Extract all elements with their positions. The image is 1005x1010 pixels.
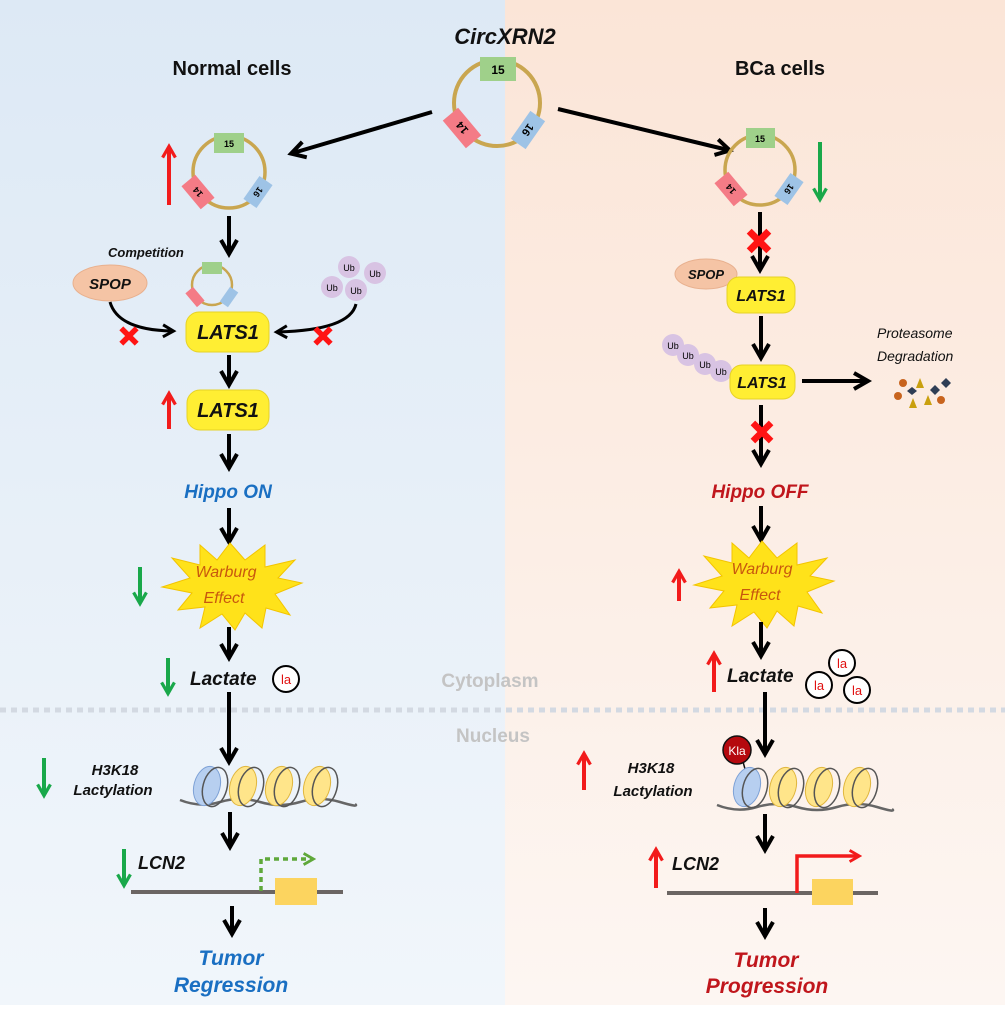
normal-cells-panel — [0, 0, 505, 1005]
circxrn2-ring-bca: 15 14 16 — [714, 128, 804, 207]
svg-text:16: 16 — [519, 121, 536, 138]
cytoplasm-label: Cytoplasm — [441, 671, 538, 692]
nucleosomes-normal — [179, 765, 358, 808]
spop-normal: SPOP — [72, 264, 148, 302]
proteasome-label: Proteasome — [877, 325, 953, 341]
active-transcription-arrow-icon — [795, 849, 863, 893]
exon-15 — [480, 57, 516, 81]
svg-text:SPOP: SPOP — [688, 267, 724, 282]
lcn2-gene-normal — [131, 852, 343, 905]
svg-text:Effect: Effect — [204, 590, 245, 607]
exon-14: 14 — [442, 107, 482, 149]
outcome-line2-normal: Regression — [174, 974, 288, 997]
svg-text:Effect: Effect — [740, 587, 781, 604]
spop-binding-arrow — [108, 301, 177, 339]
diagram-title: CircXRN2 — [454, 24, 556, 49]
svg-text:Ub: Ub — [682, 351, 694, 361]
svg-text:Ub: Ub — [699, 360, 711, 370]
svg-text:Ub: Ub — [326, 283, 338, 293]
svg-text:la: la — [281, 672, 292, 687]
svg-text:Ub: Ub — [343, 263, 355, 273]
lactate-molecule-icon: la — [272, 665, 300, 693]
svg-text:la: la — [837, 656, 848, 671]
svg-text:15: 15 — [755, 134, 765, 144]
svg-text:15: 15 — [224, 139, 234, 149]
outcome-line2-bca: Progression — [706, 975, 829, 998]
lats1-node-normal-up: LATS1 — [186, 389, 270, 431]
svg-text:SPOP: SPOP — [89, 276, 132, 293]
outcome-line1-bca: Tumor — [734, 949, 801, 972]
svg-text:la: la — [814, 678, 825, 693]
outcome-line1-normal: Tumor — [199, 947, 266, 970]
weak-transcription-arrow-icon — [259, 852, 317, 891]
lactate-label-bca: Lactate — [727, 666, 794, 687]
degradation-label: Degradation — [877, 348, 953, 364]
lcn2-gene-bca — [667, 849, 878, 905]
svg-text:Warburg: Warburg — [731, 561, 792, 578]
peptide-fragments-icon — [894, 378, 951, 408]
kla-mark-icon: Kla — [722, 735, 752, 781]
svg-text:Ub: Ub — [715, 367, 727, 377]
svg-text:LATS1: LATS1 — [197, 400, 259, 422]
lats1-node-ubiquitinated: LATS1 — [729, 364, 796, 400]
lactate-label-normal: Lactate — [190, 669, 257, 690]
svg-text:14: 14 — [724, 182, 738, 196]
ub-cluster-normal: Ub Ub Ub Ub — [321, 256, 386, 301]
competition-label: Competition — [108, 245, 184, 260]
hippo-off-label: Hippo OFF — [711, 482, 809, 503]
svg-text:LATS1: LATS1 — [197, 322, 259, 344]
competing-circrna — [185, 262, 239, 308]
nucleosomes-bca — [716, 766, 895, 812]
bca-cells-panel — [505, 0, 1005, 1005]
warburg-effect-burst-bca: Warburg Effect — [692, 540, 836, 629]
polyubiquitin-chain: Ub Ub Ub Ub — [662, 334, 732, 382]
lcn2-label-normal: LCN2 — [138, 853, 185, 873]
svg-text:la: la — [852, 683, 863, 698]
arrow-to-bca — [557, 107, 734, 157]
lcn2-label-bca: LCN2 — [672, 854, 719, 874]
circxrn2-ring-large: 15 14 16 — [442, 57, 546, 150]
circxrn2-ring-normal: 15 14 16 — [181, 133, 273, 210]
warburg-effect-burst-normal: Warburg Effect — [160, 542, 304, 631]
nucleosome — [264, 765, 301, 808]
nucleosome — [842, 766, 879, 809]
lactylation-label-bca: Lactylation — [613, 783, 692, 800]
svg-text:LATS1: LATS1 — [736, 288, 786, 305]
h3k18-label-bca: H3K18 — [628, 760, 675, 777]
svg-text:Warburg: Warburg — [195, 564, 256, 581]
lats1-node-bca: LATS1 — [726, 276, 796, 314]
svg-text:Ub: Ub — [667, 341, 679, 351]
nucleosome — [804, 766, 841, 809]
svg-text:LATS1: LATS1 — [737, 375, 787, 392]
lats1-node-normal: LATS1 — [185, 311, 270, 353]
svg-text:Kla: Kla — [728, 744, 746, 758]
svg-text:16: 16 — [782, 182, 796, 196]
nucleosome — [768, 766, 805, 809]
spop-bca: SPOP — [674, 258, 738, 290]
arrow-to-normal — [287, 110, 433, 160]
lactate-molecules-icon: la la la — [805, 649, 871, 704]
svg-text:15: 15 — [491, 63, 505, 77]
hippo-on-label: Hippo ON — [184, 482, 273, 503]
svg-text:Ub: Ub — [350, 286, 362, 296]
bca-cells-heading: BCa cells — [735, 58, 825, 80]
lactylation-label-normal: Lactylation — [73, 782, 152, 799]
svg-text:Ub: Ub — [369, 269, 381, 279]
nucleosome — [228, 765, 265, 808]
exon-16: 16 — [510, 110, 546, 150]
nucleus-label: Nucleus — [456, 726, 530, 747]
svg-text:16: 16 — [251, 185, 265, 199]
h3k18-label-normal: H3K18 — [92, 762, 139, 779]
nucleosome — [302, 765, 339, 808]
nucleosome-lactylated — [192, 765, 229, 808]
nucleosome-lactylated — [732, 766, 769, 809]
normal-cells-heading: Normal cells — [173, 58, 292, 80]
svg-text:14: 14 — [191, 185, 205, 199]
ub-binding-arrow — [273, 303, 358, 340]
